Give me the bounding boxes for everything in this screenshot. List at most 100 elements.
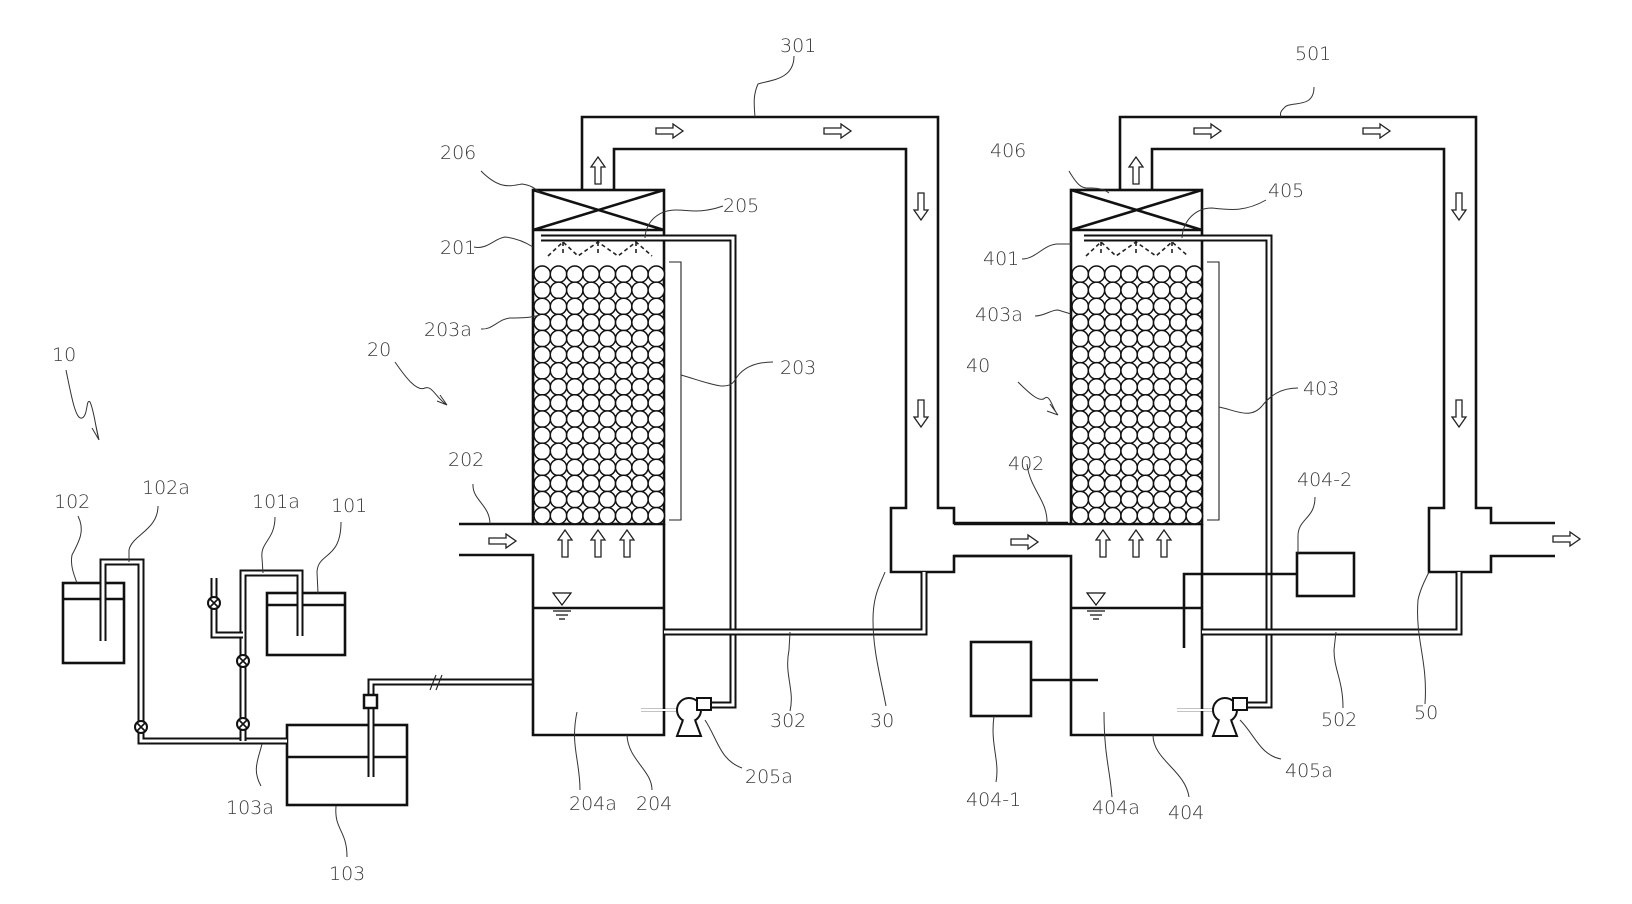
packing-ball xyxy=(582,281,601,300)
label-205a: 205a xyxy=(745,766,793,788)
packing-ball xyxy=(1120,297,1139,316)
valve-icon[interactable] xyxy=(134,720,148,734)
packing-ball xyxy=(582,313,601,332)
packing-ball xyxy=(1071,426,1090,445)
packing-ball xyxy=(1120,490,1139,509)
tank-103 xyxy=(285,723,409,807)
packing-ball xyxy=(1185,458,1204,477)
packing-ball xyxy=(1169,426,1187,445)
packing-ball xyxy=(647,394,666,412)
packing-ball xyxy=(631,281,649,300)
packing-ball xyxy=(1152,506,1171,525)
packing-ball xyxy=(582,506,601,525)
packing-ball xyxy=(1087,410,1106,429)
packing-ball xyxy=(1087,345,1106,364)
packing-ball xyxy=(614,490,633,509)
packing-ball xyxy=(1152,281,1171,300)
valve-icon[interactable] xyxy=(207,596,221,610)
packing-ball xyxy=(1120,313,1139,332)
packing-bed-403 xyxy=(1071,265,1204,525)
valve-icon[interactable] xyxy=(236,717,250,731)
packing-ball xyxy=(549,265,568,284)
packing-ball xyxy=(598,442,617,461)
supply-system-10 xyxy=(61,558,533,807)
packing-ball xyxy=(1071,313,1090,332)
flow-arrow-icon xyxy=(823,123,852,139)
label-403a: 403a xyxy=(975,304,1023,326)
packing-ball xyxy=(1087,458,1106,477)
demister-206 xyxy=(532,188,665,232)
packing-ball xyxy=(549,474,568,493)
packing-ball xyxy=(1120,361,1139,380)
packing-ball xyxy=(614,329,633,348)
packing-ball xyxy=(1120,458,1139,477)
packing-ball xyxy=(1136,345,1155,364)
pump-205a-icon[interactable] xyxy=(676,697,712,737)
packing-ball xyxy=(565,442,584,461)
packing-ball xyxy=(1120,265,1139,284)
packing-ball xyxy=(598,281,617,300)
packing-ball xyxy=(1103,490,1122,509)
packing-ball xyxy=(565,377,584,396)
packing-ball xyxy=(1185,442,1204,461)
packing-ball xyxy=(565,474,584,493)
packing-ball xyxy=(1120,426,1139,445)
packing-ball xyxy=(533,361,552,380)
packing-ball xyxy=(549,442,568,461)
packing-ball xyxy=(565,281,584,300)
packing-ball xyxy=(598,394,617,412)
packing-ball xyxy=(598,410,617,429)
water-level-icon xyxy=(552,592,572,620)
packing-ball xyxy=(614,345,633,364)
packing-ball xyxy=(1103,442,1122,461)
packing-ball xyxy=(1169,313,1187,332)
label-102a: 102a xyxy=(142,477,190,499)
packing-ball xyxy=(1169,458,1187,477)
packing-ball xyxy=(1071,329,1090,348)
packing-ball xyxy=(1185,426,1204,445)
packing-ball xyxy=(582,265,601,284)
packing-ball xyxy=(533,490,552,509)
flow-arrow-icon xyxy=(1552,531,1581,547)
packing-ball xyxy=(1169,281,1187,300)
packing-ball xyxy=(1120,329,1139,348)
packing-ball xyxy=(1169,506,1187,525)
valve-icon[interactable] xyxy=(236,654,250,668)
packing-ball xyxy=(1136,426,1155,445)
packing-ball xyxy=(1087,506,1106,525)
packing-ball xyxy=(533,313,552,332)
packing-ball xyxy=(647,410,666,429)
label-405: 405 xyxy=(1268,180,1304,202)
packing-ball xyxy=(1185,474,1204,493)
label-101: 101 xyxy=(331,495,367,517)
packing-ball xyxy=(549,410,568,429)
packing-ball xyxy=(565,506,584,525)
label-502: 502 xyxy=(1321,709,1357,731)
flow-arrow-icon xyxy=(590,529,606,558)
flow-arrow-icon xyxy=(1128,529,1144,558)
label-204a: 204a xyxy=(569,793,617,815)
packing-ball xyxy=(598,377,617,396)
tank-101 xyxy=(265,591,347,657)
packing-ball xyxy=(565,410,584,429)
packing-ball xyxy=(1087,297,1106,316)
packing-ball xyxy=(533,281,552,300)
packing-ball xyxy=(1071,281,1090,300)
packing-ball xyxy=(614,506,633,525)
packing-ball xyxy=(647,313,666,332)
packing-ball xyxy=(1152,361,1171,380)
packing-ball xyxy=(1087,313,1106,332)
packing-ball xyxy=(1169,345,1187,364)
packing-ball xyxy=(565,313,584,332)
packing-ball xyxy=(614,474,633,493)
pump-405a-icon[interactable] xyxy=(1212,697,1248,737)
packing-ball xyxy=(582,442,601,461)
packing-ball xyxy=(533,474,552,493)
label-10: 10 xyxy=(52,344,76,366)
packing-ball xyxy=(1071,490,1090,509)
packing-ball xyxy=(1120,442,1139,461)
packing-ball xyxy=(598,361,617,380)
packing-ball xyxy=(533,506,552,525)
packing-ball xyxy=(1087,361,1106,380)
